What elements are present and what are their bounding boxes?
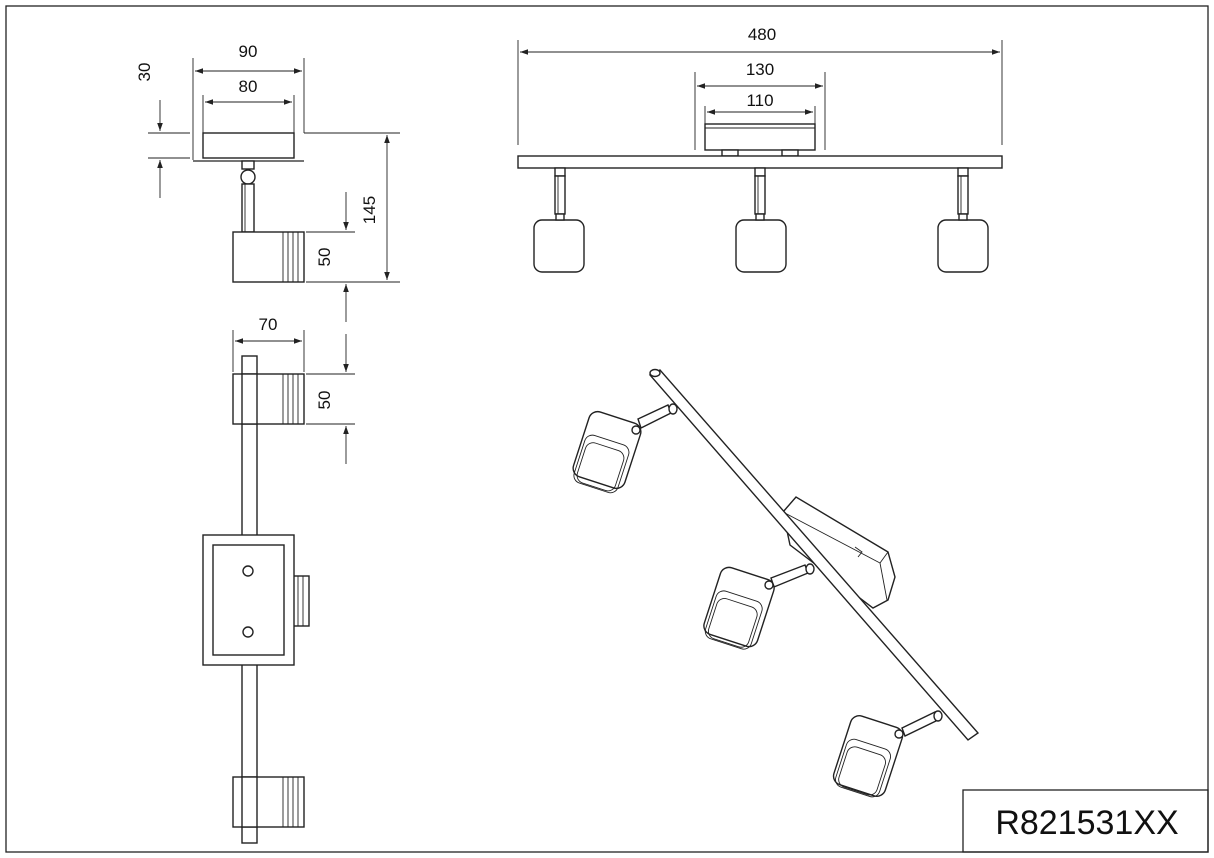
dim-canopy-inner-width: 110	[746, 91, 773, 110]
canopy-iso	[782, 496, 896, 609]
spot-iso-2	[703, 563, 815, 650]
spot-iso-3	[832, 710, 943, 798]
rail-iso	[648, 369, 980, 741]
drawing-frame	[5, 5, 1209, 853]
dim-head-width: 70	[259, 315, 278, 334]
dim-length: 480	[748, 25, 776, 44]
product-code-box	[962, 789, 1209, 853]
spot-head-side	[232, 231, 305, 283]
dim-base-inner-width: 80	[239, 77, 258, 96]
dim-head-height: 50	[315, 248, 334, 267]
canopy-top	[202, 534, 310, 666]
spot-front-1	[533, 167, 585, 273]
rail-front	[517, 155, 1003, 169]
side-view: 90 80 30 50 145	[135, 42, 400, 322]
dim-total-height: 145	[360, 196, 379, 224]
dim-head-height-top: 50	[315, 391, 334, 410]
isometric-view	[572, 368, 980, 798]
spot-front-3	[937, 167, 989, 273]
dim-base-width: 90	[239, 42, 258, 61]
spot-top-1	[232, 373, 305, 425]
top-view: 70 50	[202, 315, 355, 844]
ceiling-plate-side	[202, 132, 295, 159]
dim-base-height: 30	[135, 63, 154, 82]
spot-top-3	[232, 776, 305, 828]
dim-canopy-width: 130	[746, 60, 774, 79]
front-view: 480 130 110	[517, 25, 1003, 273]
product-code: R821531XX	[995, 804, 1178, 842]
spot-front-2	[735, 167, 787, 273]
spot-iso-1	[572, 403, 678, 494]
